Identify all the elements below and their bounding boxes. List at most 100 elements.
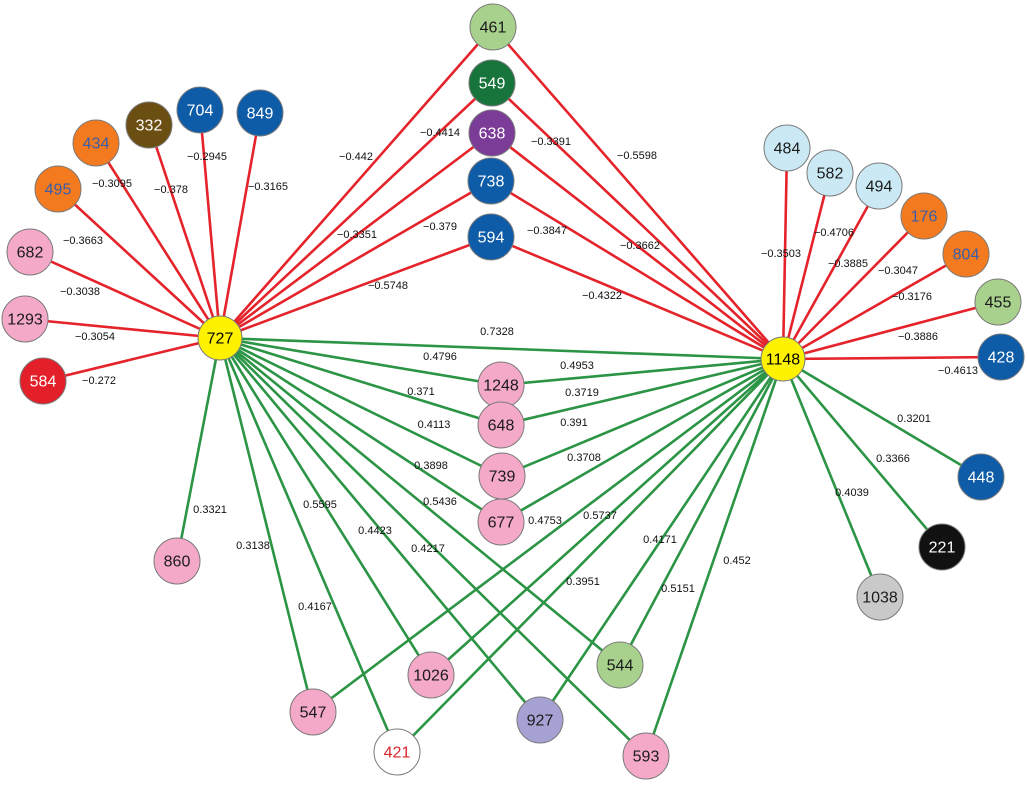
node-circle xyxy=(855,162,903,210)
edge-weight-label: 0.4039 xyxy=(835,487,869,499)
node-label: 738 xyxy=(478,174,505,191)
node-label: 804 xyxy=(953,247,980,264)
node-label: 448 xyxy=(968,470,995,487)
edge-weight-label: 0.3138 xyxy=(236,540,270,552)
node-421: 421 xyxy=(373,728,421,776)
edge-weight-label: 0.4953 xyxy=(560,360,594,372)
edge-weight-label: −0.379 xyxy=(423,221,457,233)
node-1038: 1038 xyxy=(856,573,904,621)
edge-727-593 xyxy=(218,336,648,758)
node-label: 547 xyxy=(300,705,327,722)
edge-1148-176 xyxy=(781,214,926,361)
edge-1148-428 xyxy=(781,355,1003,361)
node-circle xyxy=(468,109,516,157)
edge-weight-label: 0.4753 xyxy=(528,515,562,527)
node-circle xyxy=(942,230,990,278)
node-638: 638 xyxy=(468,109,516,157)
edge-1148-494 xyxy=(781,184,881,361)
edge-727-434 xyxy=(94,141,222,340)
edge-1148-582 xyxy=(781,171,832,361)
node-circle xyxy=(477,498,525,546)
edge-1148-448 xyxy=(781,357,983,479)
node-727: 727 xyxy=(197,315,243,361)
node-circle xyxy=(622,732,670,780)
edge-1148-421 xyxy=(395,357,785,754)
node-label: 221 xyxy=(929,540,956,557)
node-label: 428 xyxy=(988,350,1015,367)
edge-weight-label: 0.4796 xyxy=(423,351,457,363)
node-circle xyxy=(176,86,224,134)
node-849: 849 xyxy=(236,89,284,137)
node-738: 738 xyxy=(467,157,515,205)
node-circle xyxy=(1,295,49,343)
node-circle xyxy=(153,537,201,585)
node-circle xyxy=(516,696,564,744)
node-circle xyxy=(763,124,811,172)
node-label: 860 xyxy=(164,554,191,571)
node-594: 594 xyxy=(467,213,515,261)
node-label: 927 xyxy=(527,713,554,730)
node-461: 461 xyxy=(469,3,517,51)
edge-weight-label: 0.7328 xyxy=(480,326,514,338)
edge-1148-593 xyxy=(644,357,785,758)
node-448: 448 xyxy=(957,453,1005,501)
edge-weight-label: 0.3321 xyxy=(193,504,227,516)
node-label: 1248 xyxy=(483,378,519,395)
edge-weight-label: 0.4423 xyxy=(358,525,392,537)
node-704: 704 xyxy=(176,86,224,134)
node-label: 1026 xyxy=(413,668,449,685)
node-circle xyxy=(856,573,904,621)
node-label: 739 xyxy=(489,469,516,486)
edge-weight-label: −0.3503 xyxy=(761,248,801,260)
node-circle xyxy=(900,192,948,240)
node-1148: 1148 xyxy=(760,336,806,382)
node-circle xyxy=(407,651,455,699)
node-495: 495 xyxy=(34,165,82,213)
node-label: 1038 xyxy=(862,590,898,607)
edge-weight-label: −0.5748 xyxy=(368,280,408,292)
edge-1148-1038 xyxy=(781,357,882,599)
node-label: 849 xyxy=(247,106,274,123)
edge-727-421 xyxy=(218,336,399,754)
node-circle xyxy=(467,157,515,205)
edge-weight-label: −0.3038 xyxy=(60,286,100,298)
node-circle xyxy=(6,228,54,276)
edge-727-704 xyxy=(198,108,222,340)
node-circle xyxy=(596,641,644,689)
node-circle xyxy=(34,165,82,213)
edge-weight-label: 0.5436 xyxy=(423,496,457,508)
node-circle xyxy=(19,357,67,405)
node-circle xyxy=(974,278,1022,326)
edge-weight-label: 0.4217 xyxy=(411,543,445,555)
edge-weight-label: 0.371 xyxy=(407,386,435,398)
edge-727-584 xyxy=(41,336,222,383)
edge-weight-label: 0.5595 xyxy=(303,499,337,511)
node-label: 582 xyxy=(817,166,844,183)
edge-weight-label: −0.3351 xyxy=(337,229,377,241)
edge-weight-label: −0.378 xyxy=(154,184,188,196)
node-804: 804 xyxy=(942,230,990,278)
edge-weight-label: −0.4706 xyxy=(814,227,854,239)
edge-weight-label: −0.3054 xyxy=(75,331,115,343)
edge-weight-label: −0.3176 xyxy=(892,291,932,303)
node-circle xyxy=(977,333,1025,381)
node-549: 549 xyxy=(468,59,516,107)
node-label: 594 xyxy=(478,230,505,247)
node-434: 434 xyxy=(72,119,120,167)
node-label: 1293 xyxy=(7,312,43,329)
edge-1148-804 xyxy=(781,252,968,361)
node-582: 582 xyxy=(806,149,854,197)
edge-1148-461 xyxy=(491,25,785,361)
edge-727-495 xyxy=(56,187,222,340)
edge-727-738 xyxy=(218,179,493,340)
edge-weight-label: −0.3391 xyxy=(531,136,571,148)
node-677: 677 xyxy=(477,498,525,546)
node-circle xyxy=(197,315,243,361)
node-label: 593 xyxy=(633,749,660,766)
edge-weight-label: −0.3047 xyxy=(878,265,918,277)
node-circle xyxy=(918,523,966,571)
edge-727-332 xyxy=(147,123,222,340)
edge-1148-738 xyxy=(489,179,785,361)
edge-weight-label: −0.4613 xyxy=(938,365,978,377)
